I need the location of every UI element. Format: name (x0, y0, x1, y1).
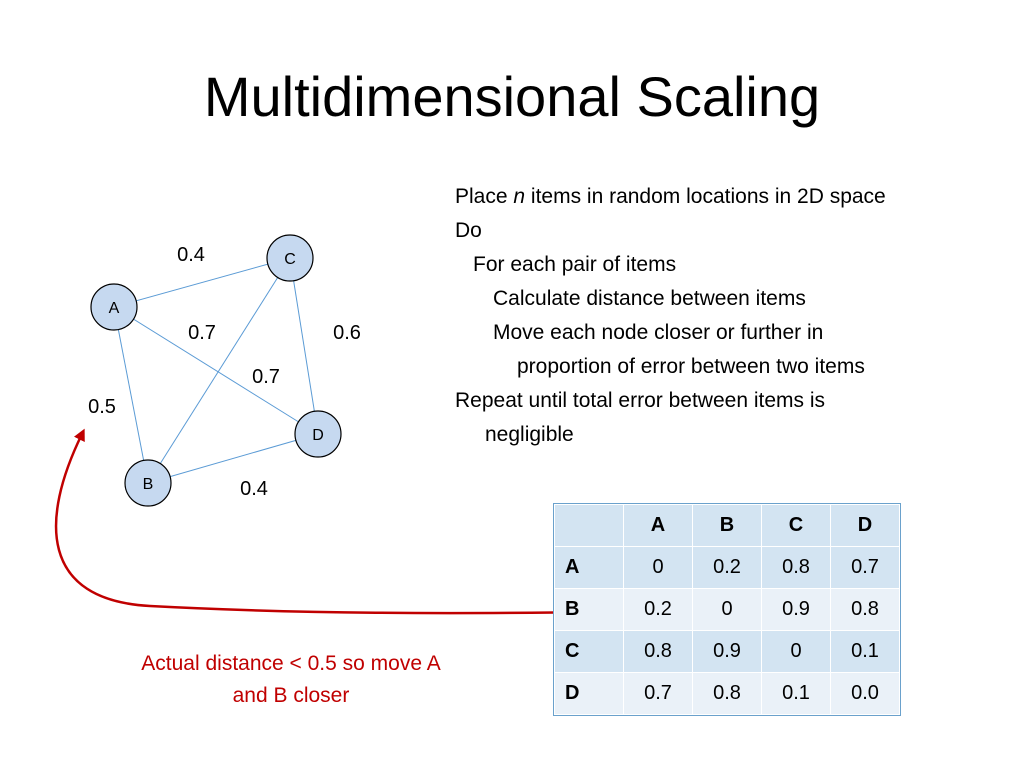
table-row-head: A (554, 546, 624, 589)
edge-label-bd: 0.4 (240, 478, 268, 500)
slide-title: Multidimensional Scaling (203, 65, 821, 128)
annotation-note: Actual distance < 0.5 so move A and B cl… (96, 648, 486, 712)
edge-label-cd: 0.6 (333, 322, 361, 344)
table-cell: 0.2 (623, 588, 693, 631)
table-row: C 0.8 0.9 0 0.1 (554, 630, 900, 673)
node-d-label: D (312, 427, 324, 444)
algo-variable-n: n (513, 185, 526, 208)
algo-line-5: Move each node closer or further in (493, 321, 824, 344)
node-a (90, 283, 138, 331)
table-cell: 0 (623, 546, 693, 589)
table-col-head: D (830, 504, 900, 547)
table-corner-cell (554, 504, 624, 547)
table-cell: 0.9 (761, 588, 831, 631)
edge-label-ac: 0.4 (177, 244, 205, 266)
table-row: A 0 0.2 0.8 0.7 (554, 546, 900, 589)
annotation-line-2: and B closer (232, 684, 350, 707)
node-b (124, 459, 172, 507)
table-cell: 0.7 (623, 672, 693, 715)
distance-matrix-table: A B C D A 0 0.2 0.8 0.7 B 0.2 0 0.9 0.8 … (553, 503, 901, 716)
node-b-label: B (143, 476, 154, 493)
algo-line-6: proportion of error between two items (517, 355, 865, 378)
algorithm-text: Place n items in random locations in 2D … (455, 180, 1015, 452)
table-cell: 0.8 (692, 672, 762, 715)
algo-line-7: Repeat until total error between items i… (455, 389, 826, 412)
table-row: D 0.7 0.8 0.1 0.0 (554, 672, 900, 715)
table-cell: 0.8 (623, 630, 693, 673)
algo-line-4: Calculate distance between items (493, 287, 806, 310)
node-c (266, 234, 314, 282)
edge-a-d (113, 306, 319, 435)
table-cell: 0.1 (761, 672, 831, 715)
table-cell: 0.2 (692, 546, 762, 589)
algo-line-1: Place n items in random locations in 2D … (455, 180, 1015, 214)
table-row-head: B (554, 588, 624, 631)
node-d (294, 410, 342, 458)
table-cell: 0.8 (830, 588, 900, 631)
node-c-label: C (284, 251, 296, 268)
edge-c-d (289, 257, 319, 435)
algo-line-1-post: items in random locations in 2D space (525, 185, 886, 208)
table-row-head: C (554, 630, 624, 673)
edge-c-b (147, 257, 291, 484)
table-cell: 0.0 (830, 672, 900, 715)
table-row-head: D (554, 672, 624, 715)
node-a-label: A (109, 300, 120, 317)
table-col-head: A (623, 504, 693, 547)
edge-label-ad: 0.7 (188, 322, 216, 344)
edge-a-b (113, 306, 149, 484)
edge-b-d (147, 433, 319, 484)
algo-line-3: For each pair of items (473, 253, 677, 276)
table-row: B 0.2 0 0.9 0.8 (554, 588, 900, 631)
table-header-row: A B C D (554, 504, 900, 547)
table-col-head: C (761, 504, 831, 547)
table-cell: 0.8 (761, 546, 831, 589)
table-cell: 0.9 (692, 630, 762, 673)
annotation-arrow (54, 428, 606, 615)
table-cell: 0 (692, 588, 762, 631)
algo-line-8: negligible (485, 423, 574, 446)
table-col-head: B (692, 504, 762, 547)
algo-line-2: Do (455, 219, 482, 242)
table-cell: 0.7 (830, 546, 900, 589)
table-cell: 0 (761, 630, 831, 673)
algo-line-1-pre: Place (455, 185, 514, 208)
edge-label-bc: 0.7 (252, 366, 280, 388)
edge-a-c (113, 257, 291, 308)
edge-label-ab: 0.5 (88, 396, 116, 418)
annotation-line-1: Actual distance < 0.5 so move A (141, 652, 441, 675)
table-cell: 0.1 (830, 630, 900, 673)
